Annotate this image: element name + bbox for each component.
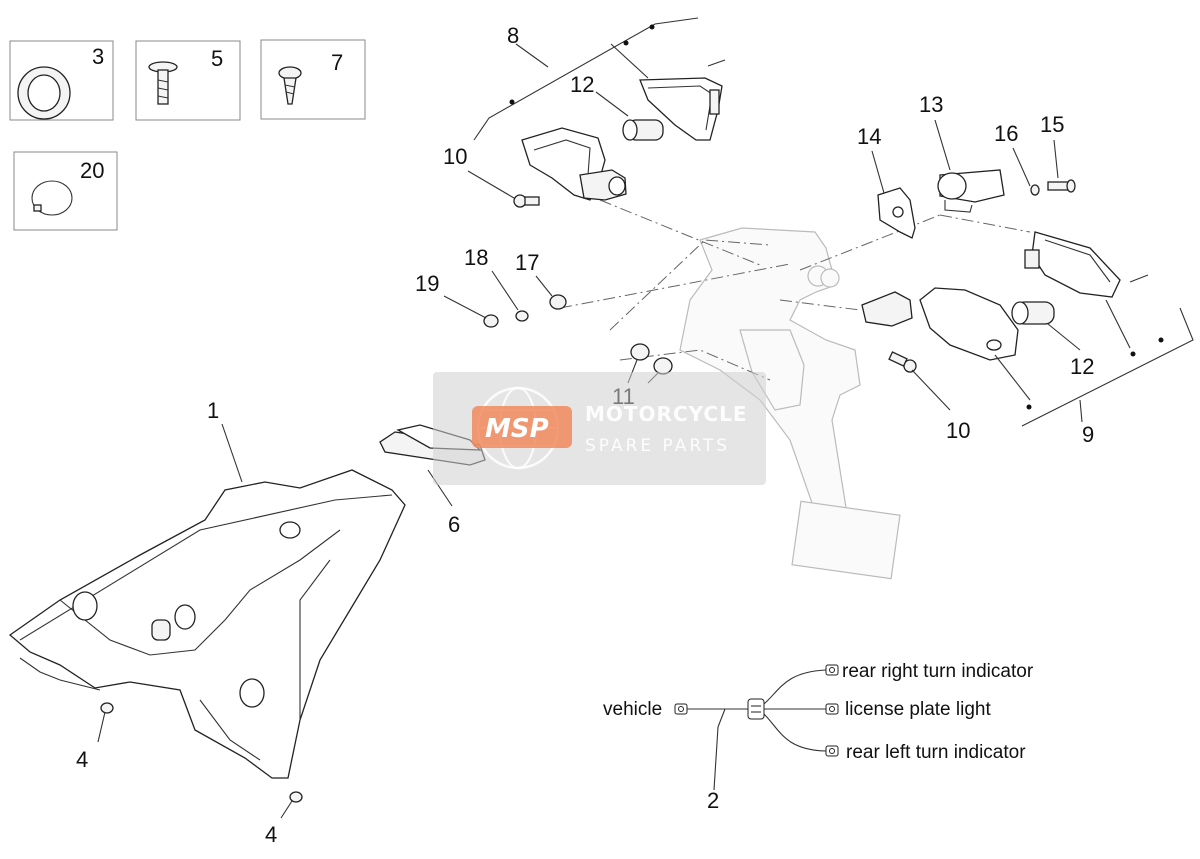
screw-part-10-a[interactable] (513, 194, 540, 208)
callout-8: 8 (507, 23, 519, 48)
bracket-part-14[interactable] (877, 187, 916, 239)
callout-3: 3 (92, 44, 104, 69)
wiring-harness-part-2[interactable]: vehicle rear right turn indicator licens… (603, 661, 1034, 791)
screw-right-small[interactable] (1129, 274, 1149, 283)
wiring-label-rear-left: rear left turn indicator (846, 742, 1026, 763)
screw-part-15[interactable] (1047, 179, 1076, 193)
part-box-20[interactable]: 20 (13, 151, 118, 231)
group-bracket-8 (473, 17, 699, 141)
callout-13: 13 (919, 92, 943, 117)
callout-18: 18 (464, 245, 488, 270)
watermark: MSP MOTORCYCLE SPARE PARTS (433, 372, 766, 485)
callout-12-a: 12 (570, 72, 594, 97)
watermark-line-1: MOTORCYCLE (585, 402, 747, 426)
group-bracket-9 (1021, 307, 1194, 427)
right-turn-indicator-lens[interactable] (1024, 231, 1121, 298)
callout-10-a: 10 (443, 144, 467, 169)
right-turn-indicator-housing[interactable] (861, 287, 1019, 361)
callout-14: 14 (857, 124, 881, 149)
callout-4-a: 4 (76, 747, 88, 772)
watermark-logo: MSP (485, 414, 549, 444)
leader-lines (97, 43, 1131, 819)
callout-4-b: 4 (265, 822, 277, 847)
nut-part-19[interactable] (483, 314, 499, 328)
washer-part-16[interactable] (1030, 184, 1040, 196)
screw-part-10-b[interactable] (888, 351, 917, 373)
bulb-part-12-b[interactable] (1011, 301, 1055, 325)
left-turn-indicator-lens[interactable] (639, 77, 723, 141)
callout-10-b: 10 (946, 418, 970, 443)
license-plate-light-part-13[interactable] (937, 169, 1005, 213)
nut-part-4-a[interactable] (100, 702, 114, 714)
callout-20: 20 (80, 158, 104, 183)
nut-part-11[interactable] (630, 343, 673, 375)
rear-fender-part-1[interactable] (8, 469, 406, 779)
wiring-label-rear-right: rear right turn indicator (842, 661, 1034, 682)
callout-1: 1 (207, 398, 219, 423)
callout-2: 2 (707, 788, 719, 813)
screw-top-small[interactable] (707, 59, 726, 67)
callout-15: 15 (1040, 112, 1064, 137)
watermark-line-2: SPARE PARTS (585, 436, 730, 456)
part-box-5[interactable]: 5 (135, 40, 241, 121)
callout-7: 7 (331, 50, 343, 75)
part-box-3[interactable]: 3 (9, 40, 114, 121)
wiring-label-license-plate: license plate light (845, 699, 991, 720)
part-box-7[interactable]: 7 (260, 39, 366, 120)
nut-part-4-b[interactable] (289, 791, 303, 803)
callout-12-b: 12 (1070, 354, 1094, 379)
callout-5: 5 (211, 46, 223, 71)
callout-17: 17 (515, 250, 539, 275)
bulb-part-12-a[interactable] (622, 119, 664, 141)
spacer-part-18[interactable] (515, 310, 529, 322)
callout-19: 19 (415, 271, 439, 296)
grommet-part-17[interactable] (549, 294, 567, 310)
wiring-label-vehicle: vehicle (603, 699, 662, 720)
callout-9: 9 (1082, 422, 1094, 447)
left-turn-indicator-housing[interactable] (521, 127, 627, 201)
msp-logo-badge (472, 406, 572, 448)
license-plate-bracket (679, 227, 901, 580)
callout-6: 6 (448, 512, 460, 537)
callout-numbers: 1 6 8 12 10 13 14 15 16 17 18 19 11 12 1… (76, 23, 1094, 847)
callout-16: 16 (994, 121, 1018, 146)
